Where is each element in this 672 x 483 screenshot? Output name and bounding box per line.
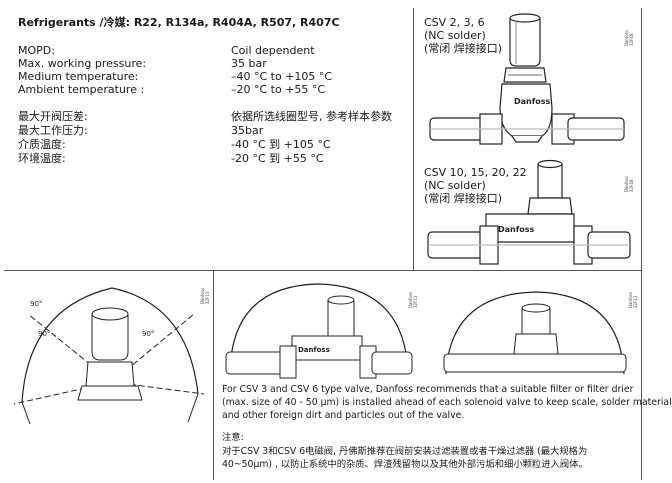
spec-cn-label-max-pressure: 最大工作压力: xyxy=(18,124,88,137)
valve-small-type: (NC solder) xyxy=(424,29,486,42)
valve-small-drawing: Danfoss xyxy=(429,13,625,145)
note-cn-line-2: 40~50μm) , 以防止系统中的杂质、焊渣残留物以及其他外部污垢和细小颗粒进… xyxy=(222,459,588,470)
refrigerants-line: Refrigerants /冷媒: R22, R134a, R404A, R50… xyxy=(18,16,340,29)
refrigerants-value: R22, R134a, R404A, R507, R407C xyxy=(133,16,340,29)
spec-cn-value-ambient-temp: -20 °C 到 +55 °C xyxy=(231,152,324,165)
valve-large-drawing: Danfoss xyxy=(427,159,631,265)
dome-drawing-side: Danfoss xyxy=(225,283,413,379)
spec-value-medium-temp: –40 °C to +105 °C xyxy=(231,70,333,83)
valve-small-type-cn: (常闭 焊接接口) xyxy=(424,42,503,55)
spec-cn-value-mopd: 依据所选线圈型号, 参考样本参数 xyxy=(231,110,392,123)
spec-cn-label-mopd: 最大开阀压差: xyxy=(18,110,88,123)
spec-label-max-pressure: Max. working pressure: xyxy=(18,57,147,70)
valve-large-type-cn: (常闭 焊接接口) xyxy=(424,192,503,205)
spec-cn-value-max-pressure: 35bar xyxy=(231,124,264,137)
note-en-line-3: and other foreign dirt and particles out… xyxy=(222,410,465,421)
divider-vertical-top xyxy=(413,8,414,270)
spec-label-mopd: MOPD: xyxy=(18,44,55,57)
note-cn-line-1: 对于CSV 3和CSV 6电磁阀, 丹佛斯推荐在阀前安装过滤装置或者干燥过滤器 … xyxy=(222,446,588,457)
note-cn-title: 注意: xyxy=(222,432,244,443)
spec-value-max-pressure: 35 bar xyxy=(231,57,267,70)
spec-cn-value-medium-temp: -40 °C 到 +105 °C xyxy=(231,138,331,151)
refrigerants-label: Refrigerants /冷媒: xyxy=(18,16,134,29)
note-en-line-1: For CSV 3 and CSV 6 type valve, Danfoss … xyxy=(222,384,634,395)
divider-right xyxy=(641,8,642,480)
divider-horizontal xyxy=(4,270,642,271)
divider-vertical-bottom xyxy=(213,270,214,480)
valve-large-type: (NC solder) xyxy=(424,179,486,192)
brand-label-1: Danfoss xyxy=(514,97,550,106)
spec-value-mopd: Coil dependent xyxy=(231,44,315,57)
spec-cn-label-ambient-temp: 环境温度: xyxy=(18,152,66,165)
angle-label-2: 90° xyxy=(38,330,50,338)
note-en-line-2: (max. size of 40 - 50 µm) is installed a… xyxy=(222,397,672,408)
spec-cn-label-medium-temp: 介质温度: xyxy=(18,138,66,151)
tilt-angle-drawing: 90° 90° 90° xyxy=(13,287,205,425)
valve-large-title: CSV 10, 15, 20, 22 xyxy=(424,166,527,179)
angle-label-1: 90° xyxy=(30,300,42,308)
angle-label-3: 90° xyxy=(142,330,154,338)
spec-label-medium-temp: Medium temperature: xyxy=(18,70,139,83)
brand-label-3: Danfoss xyxy=(298,346,330,354)
brand-label-2: Danfoss xyxy=(498,225,534,234)
dome-drawing-front xyxy=(443,291,627,375)
valve-small-title: CSV 2, 3, 6 xyxy=(424,16,485,29)
spec-value-ambient-temp: –20 °C to +55 °C xyxy=(231,83,326,96)
spec-label-ambient-temp: Ambient temperature : xyxy=(18,83,145,96)
